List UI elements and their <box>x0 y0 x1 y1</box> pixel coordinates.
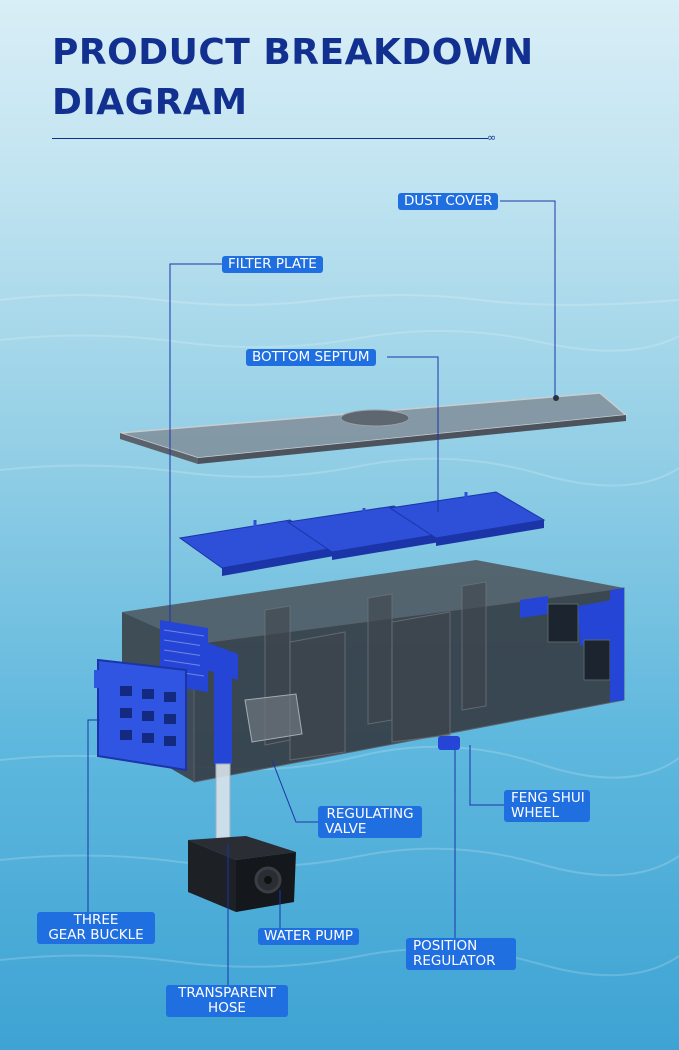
page-title: PRODUCT BREAKDOWN DIAGRAM <box>52 28 572 128</box>
title-mark-icon: ∞ <box>487 131 496 144</box>
water-pump <box>188 836 296 912</box>
feng-shui-wheel <box>520 588 624 702</box>
label-three-gear-buckle: THREE GEAR BUCKLE <box>37 912 155 944</box>
label-position-regulator-line-1: POSITION <box>413 938 478 954</box>
label-transparent-hose-line-1: TRANSPARENT <box>178 985 276 1001</box>
filter-tank <box>122 560 625 783</box>
transparent-hose <box>214 668 232 845</box>
label-feng-shui-wheel-line-2: WHEEL <box>511 805 560 821</box>
septum-plate-1 <box>178 519 336 576</box>
label-transparent-hose: TRANSPARENT HOSE <box>166 985 288 1017</box>
label-filter-plate: FILTER PLATE <box>222 256 323 273</box>
septum-plate-3 <box>388 491 546 546</box>
three-gear-buckle <box>94 658 187 772</box>
label-regulating-valve-line-2: VALVE <box>325 821 367 837</box>
label-water-pump: WATER PUMP <box>258 928 360 945</box>
label-regulating-valve-line-1: REGULATING <box>326 806 414 822</box>
label-regulating-valve: REGULATING VALVE <box>318 806 422 838</box>
label-position-regulator: POSITION REGULATOR <box>406 938 516 970</box>
label-position-regulator-line-2: REGULATOR <box>413 953 496 969</box>
title-line-1: PRODUCT BREAKDOWN <box>52 32 534 73</box>
label-feng-shui-wheel-line-1: FENG SHUI <box>511 790 585 806</box>
dust-cover <box>119 392 628 464</box>
title-line-2: DIAGRAM <box>52 82 248 123</box>
label-bottom-septum: BOTTOM SEPTUM <box>246 349 376 366</box>
label-transparent-hose-line-2: HOSE <box>208 1000 246 1016</box>
title-underline <box>52 138 488 139</box>
label-dust-cover: DUST COVER <box>398 193 499 210</box>
label-three-gear-buckle-line-1: THREE <box>73 912 119 928</box>
bottom-septum-plates <box>178 491 546 576</box>
label-three-gear-buckle-line-2: GEAR BUCKLE <box>48 927 144 943</box>
label-feng-shui-wheel: FENG SHUI WHEEL <box>504 790 590 822</box>
